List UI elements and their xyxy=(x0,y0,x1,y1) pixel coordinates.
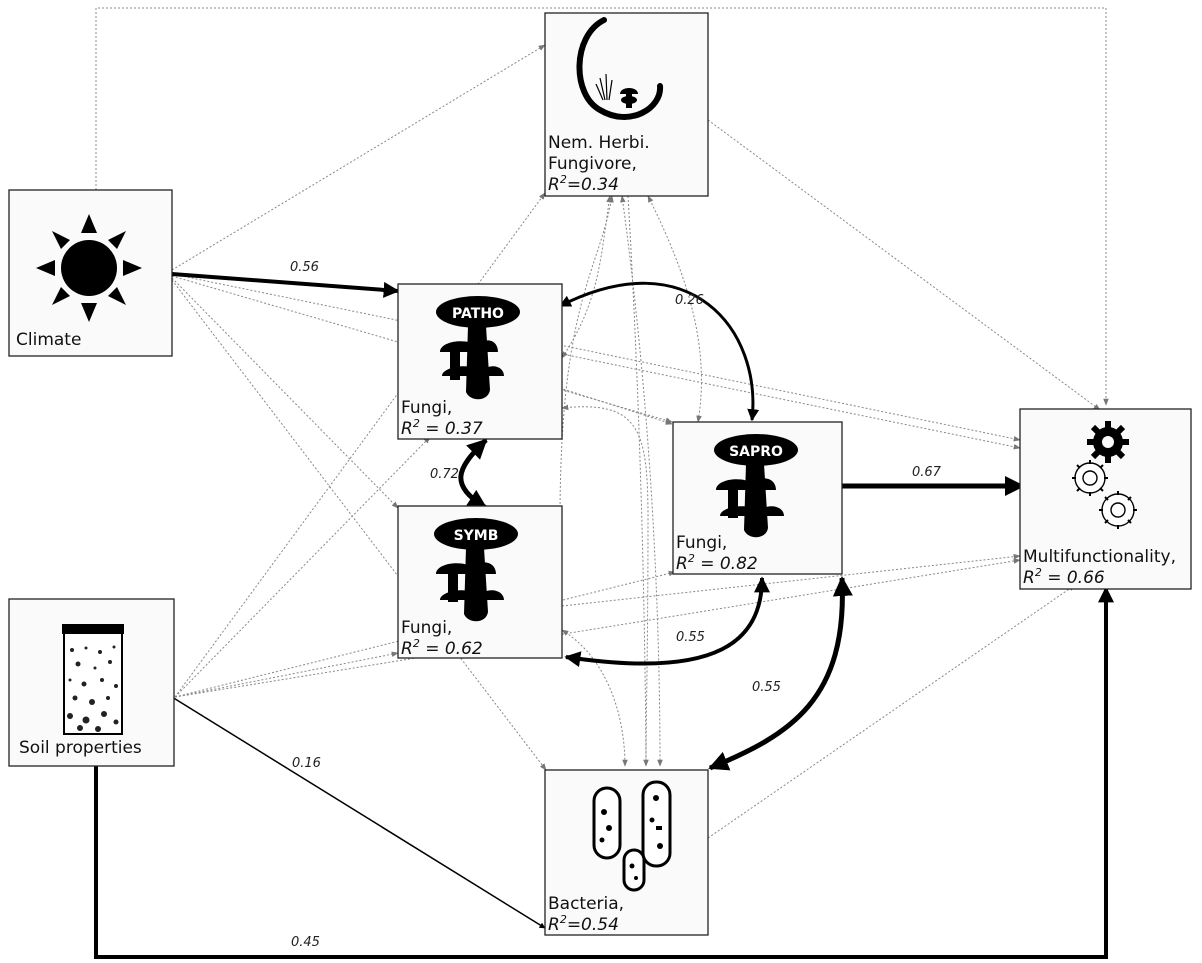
node-nematode: Nem. Herbi. Fungivore, R2=0.34 xyxy=(544,12,709,197)
mushroom-icon xyxy=(436,296,520,400)
soil-core-icon xyxy=(62,624,124,735)
gears-icon xyxy=(1072,421,1137,529)
path-soil-bacteria xyxy=(171,696,546,929)
symb-badge: SYMB xyxy=(454,528,499,544)
node-soil: Soil properties xyxy=(8,598,175,767)
mushroom-icon xyxy=(434,518,518,622)
node-climate: Climate xyxy=(8,189,173,357)
symb-r2: R2 = 0.62 xyxy=(401,637,483,659)
soil-label: Soil properties xyxy=(19,738,142,758)
nematode-line1: Nem. Herbi. xyxy=(548,133,650,153)
path-soil-patho xyxy=(174,436,431,698)
coef-patho-sapro: 0.26 xyxy=(675,293,704,308)
multi-label: Multifunctionality, xyxy=(1023,547,1176,567)
coef-soil-multi: 0.45 xyxy=(291,935,320,950)
path-climate-multi xyxy=(171,273,1021,450)
path-soil-symb xyxy=(174,651,399,698)
path-patho-sapro-sig xyxy=(558,281,760,422)
bacteria-r2: R2=0.54 xyxy=(548,913,619,935)
path-climate-nematode xyxy=(171,44,546,271)
coefficient-labels: 0.56 0.26 0.72 0.67 0.55 0.55 0.16 0.45 xyxy=(290,260,942,950)
path-nematode-bacteria-2 xyxy=(627,195,647,767)
mushroom-icon xyxy=(714,434,798,538)
bacteria-label: Bacteria, xyxy=(548,894,624,914)
path-climate-bacteria xyxy=(171,279,547,771)
node-symb: SYMB Fungi, R2 = 0.62 xyxy=(397,505,563,659)
path-patho-bacteria xyxy=(561,404,649,767)
sapro-badge: SAPRO xyxy=(729,444,783,460)
coef-patho-symb: 0.72 xyxy=(430,467,459,482)
multi-r2: R2 = 0.66 xyxy=(1023,566,1105,588)
nematode-r2: R2=0.34 xyxy=(548,173,619,195)
node-sapro: SAPRO Fungi, R2 = 0.82 xyxy=(672,421,843,575)
path-climate-patho xyxy=(171,272,400,298)
path-bacteria-multi xyxy=(707,584,1076,839)
path-nematode-patho xyxy=(561,195,612,359)
path-climate-symb xyxy=(171,277,399,509)
path-soil-multi xyxy=(94,586,1114,959)
path-nematode-sapro xyxy=(647,195,702,423)
path-symb-bacteria xyxy=(561,629,628,767)
node-bacteria: Bacteria, R2=0.54 xyxy=(544,769,709,936)
path-patho-symb xyxy=(458,438,488,511)
nematode-line2: Fungivore, xyxy=(548,154,637,174)
coef-soil-bacteria: 0.16 xyxy=(292,756,321,771)
bacteria-icon xyxy=(592,780,672,892)
coef-sapro-multi: 0.67 xyxy=(912,465,942,480)
patho-badge: PATHO xyxy=(452,306,504,322)
path-sapro-bacteria xyxy=(708,576,853,771)
sun-icon xyxy=(36,214,142,322)
patho-label: Fungi, xyxy=(401,398,452,418)
path-symb-sapro xyxy=(564,576,770,668)
node-patho: PATHO Fungi, R2 = 0.37 xyxy=(397,283,563,440)
path-nematode-symb xyxy=(557,195,614,521)
path-soil-nematode xyxy=(174,192,546,698)
coef-climate-patho: 0.56 xyxy=(290,260,319,275)
significant-paths xyxy=(94,272,1114,959)
sapro-r2: R2 = 0.82 xyxy=(676,552,758,574)
coef-sapro-bacteria: 0.55 xyxy=(752,680,781,695)
climate-label: Climate xyxy=(16,330,81,350)
symb-label: Fungi, xyxy=(401,618,452,638)
path-nematode-multi xyxy=(707,119,1101,411)
patho-r2: R2 = 0.37 xyxy=(401,417,483,439)
path-soil-multi-dotted xyxy=(174,558,1021,698)
nematode-icon xyxy=(576,17,664,120)
coef-symb-sapro: 0.55 xyxy=(676,630,705,645)
node-multifunctionality: Multifunctionality, R2 = 0.66 xyxy=(1019,408,1192,590)
sapro-label: Fungi, xyxy=(676,533,727,553)
